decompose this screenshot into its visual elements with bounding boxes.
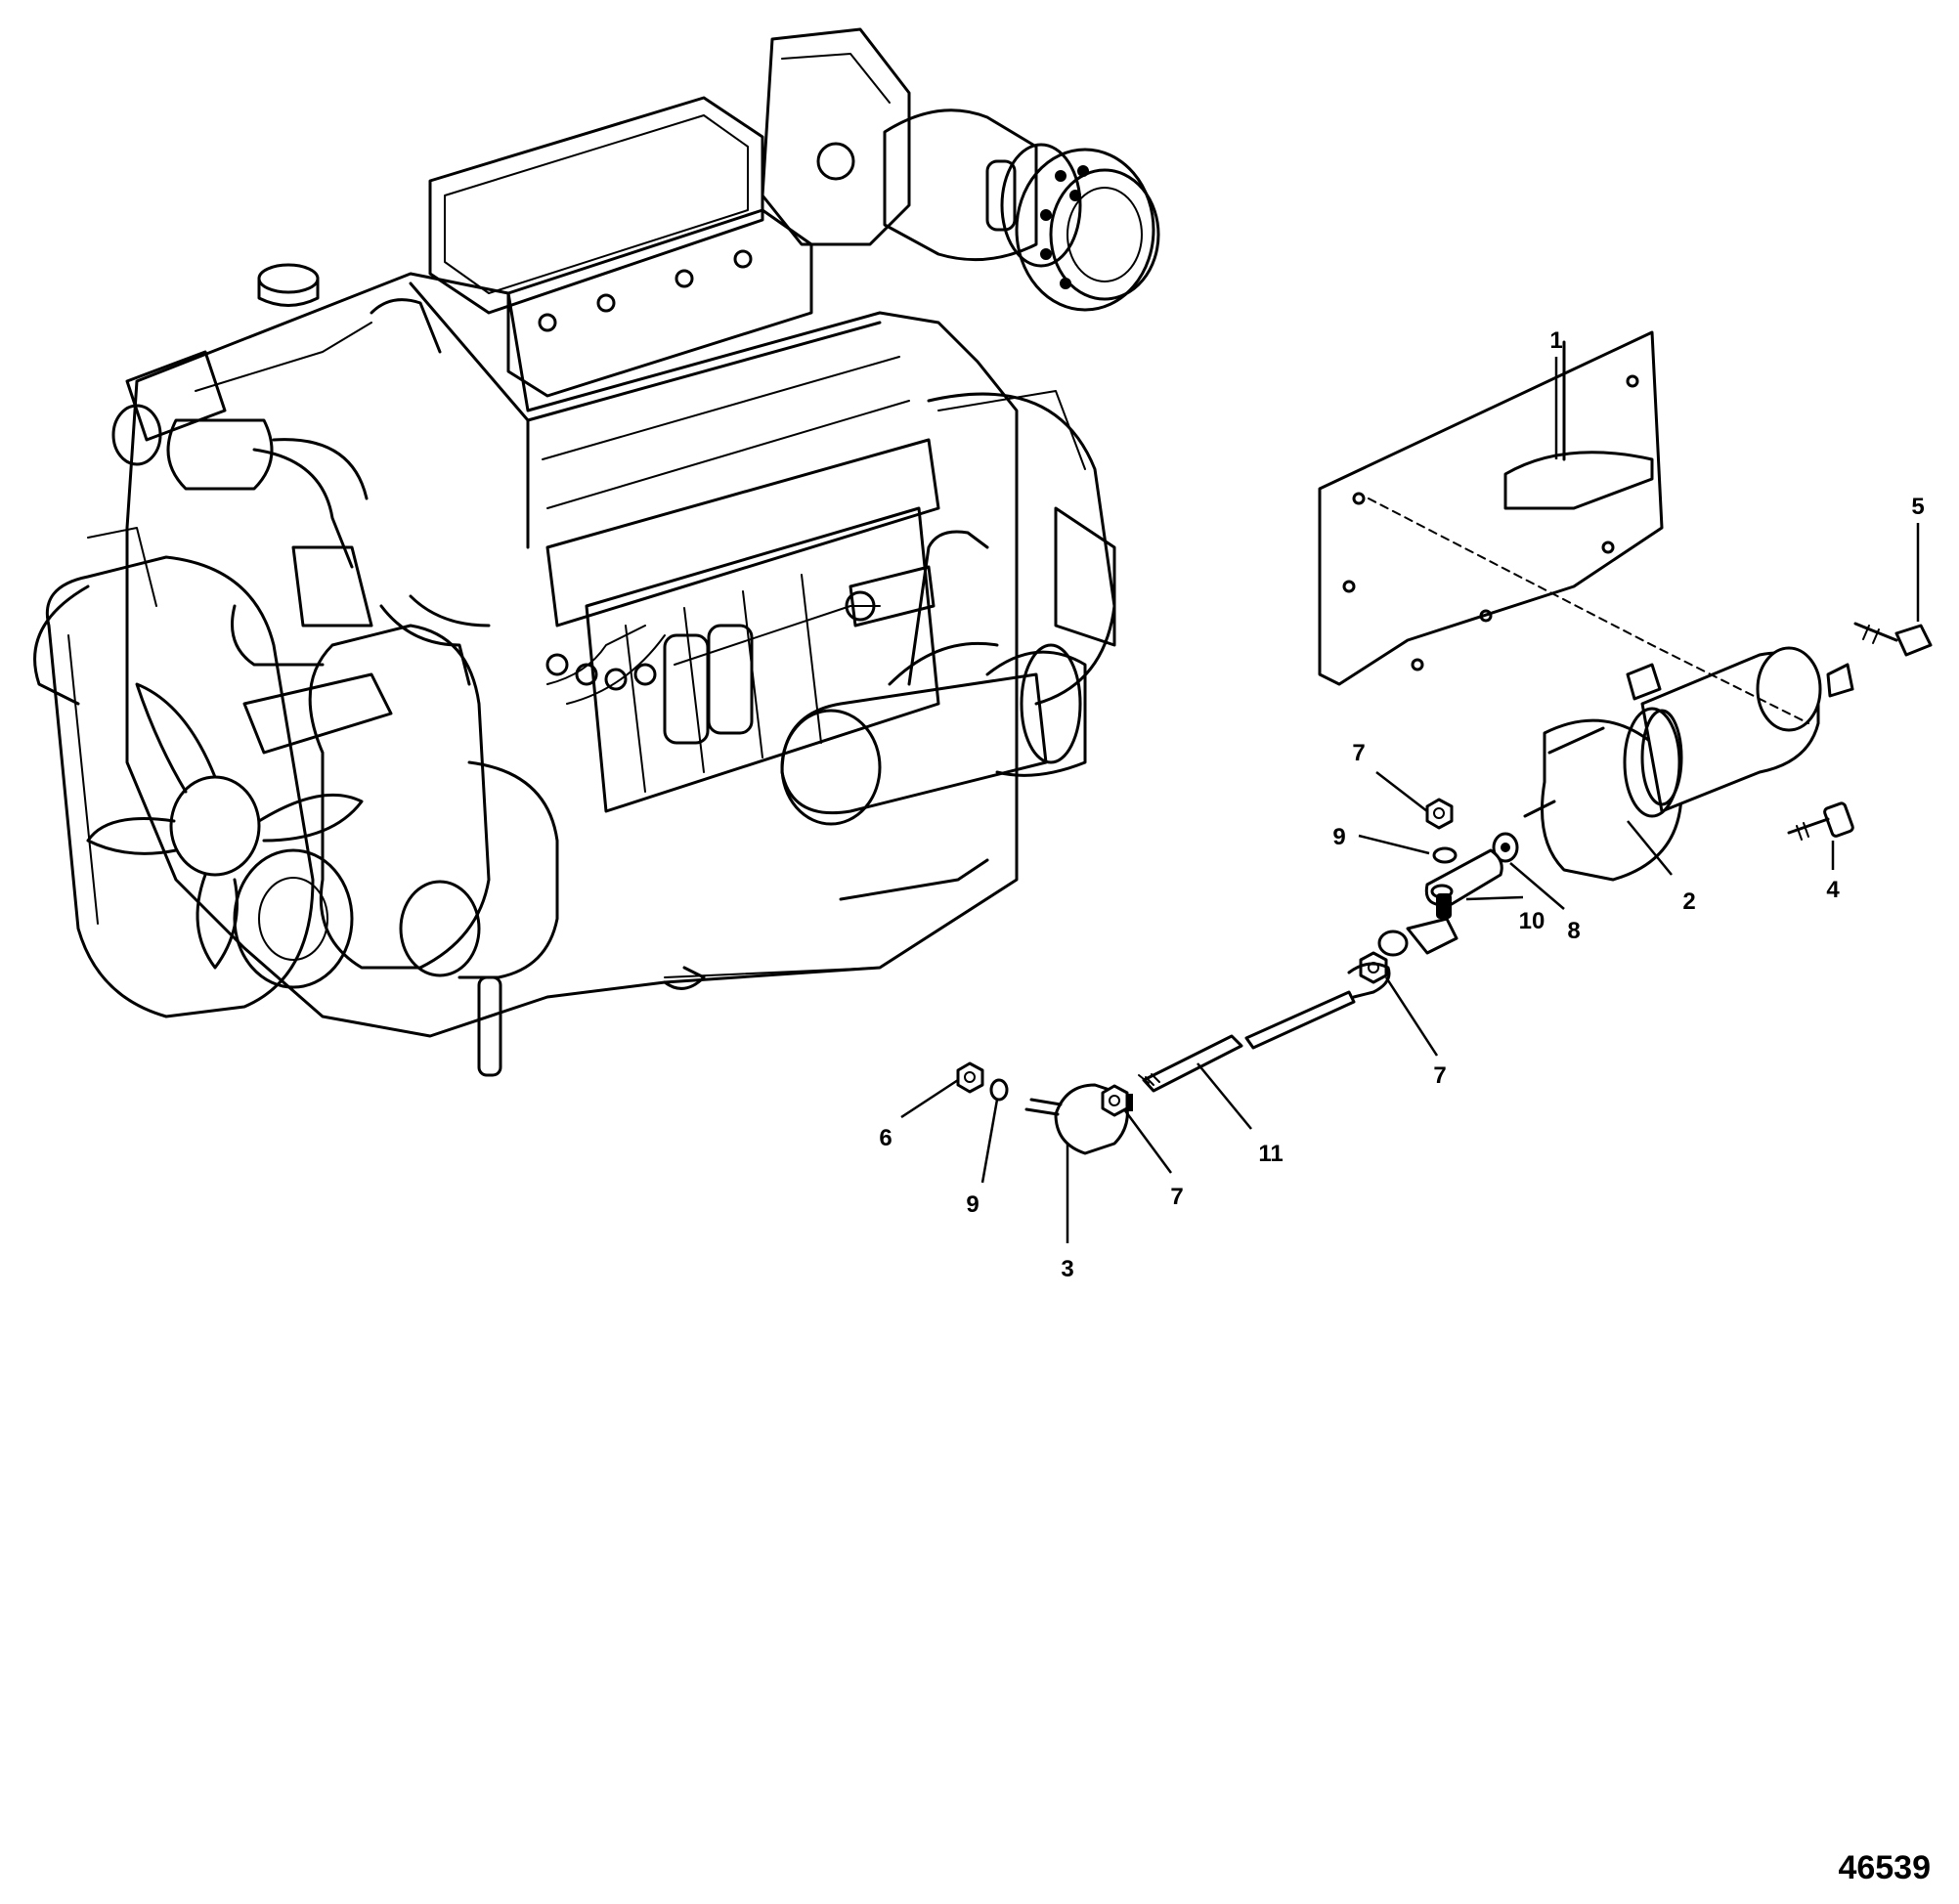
- callout-7-b: 7: [1433, 1062, 1446, 1089]
- engine-illustration: [33, 27, 1160, 1077]
- callout-1: 1: [1549, 327, 1562, 354]
- nut-part-7-a: [1425, 798, 1454, 830]
- screw-part-5: [1853, 622, 1933, 657]
- screw-part-4: [1787, 801, 1854, 841]
- washer-part-9-a: [1432, 846, 1458, 864]
- callout-labels: 1 2 3 4 5 6 7 7 7 7 8 9 9 10 11: [879, 327, 1924, 1282]
- leader-lines: [900, 357, 1920, 1243]
- nut-part-7-b: [1359, 951, 1388, 984]
- callout-8: 8: [1567, 918, 1580, 944]
- callout-6: 6: [879, 1125, 892, 1151]
- alignment-line: [1368, 498, 1809, 724]
- nut-part-6: [956, 1061, 984, 1094]
- callout-10: 10: [1519, 908, 1545, 934]
- nut-part-7-c: [1101, 1084, 1129, 1117]
- callout-9-b: 9: [966, 1191, 979, 1218]
- bracket-part-1: [1318, 330, 1664, 686]
- callout-3: 3: [1061, 1256, 1073, 1282]
- callout-11: 11: [1258, 1141, 1283, 1167]
- washer-part-8: [1492, 832, 1519, 863]
- document-number: 46539: [1838, 1849, 1931, 1886]
- solenoid-part-2: [1523, 646, 1854, 882]
- callout-2: 2: [1682, 888, 1695, 915]
- callout-9-a: 9: [1332, 824, 1345, 850]
- callout-7-a: 7: [1352, 740, 1365, 766]
- rod-part-11: [1138, 893, 1458, 1093]
- callout-4: 4: [1826, 877, 1840, 903]
- washer-part-9-b: [989, 1078, 1009, 1102]
- callout-7-c: 7: [1170, 1184, 1183, 1210]
- callout-5: 5: [1911, 494, 1924, 520]
